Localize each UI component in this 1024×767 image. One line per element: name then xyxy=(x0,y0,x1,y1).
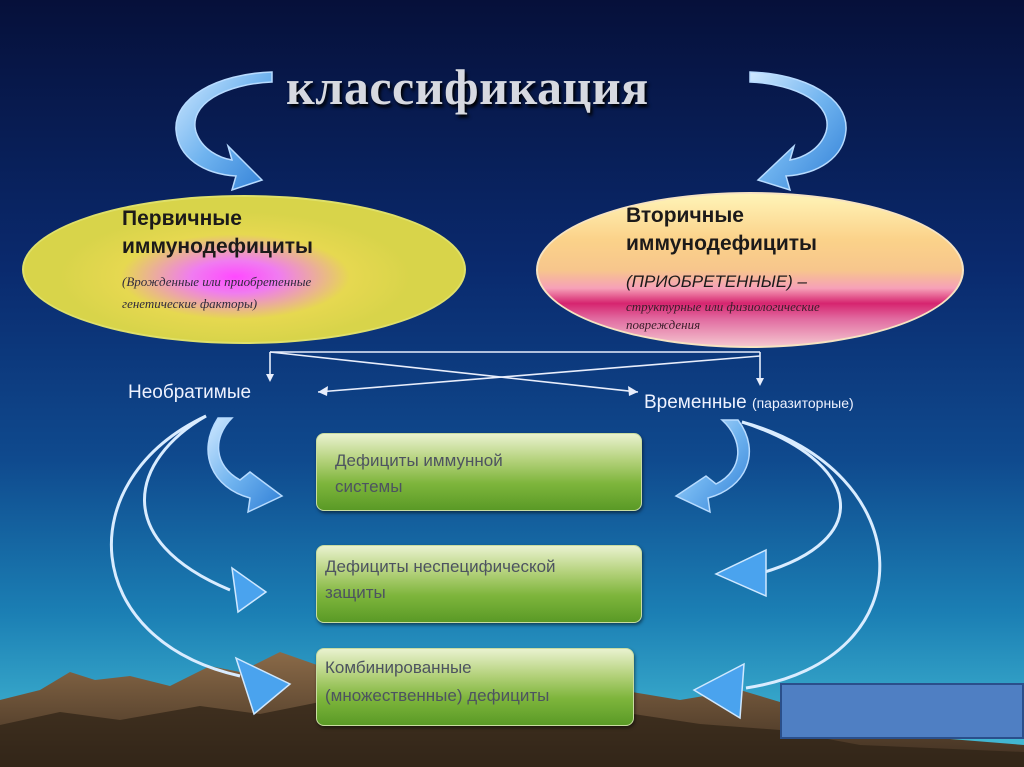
curved-arrow-left-mid-icon xyxy=(207,417,284,514)
category-box-combined: Комбинированные (множественные) дефициты xyxy=(316,648,634,726)
category-box-nonspecific-defense: Дефициты неспецифической защиты xyxy=(316,545,642,623)
box2-line1: Дефициты неспецифической xyxy=(325,557,556,576)
primary-title-line2: иммунодефициты xyxy=(122,235,313,258)
page-title: классификация xyxy=(286,59,649,115)
connector-arrowhead-icon xyxy=(628,386,638,396)
connector-arrowhead-icon xyxy=(318,386,328,396)
secondary-title-line1: Вторичные xyxy=(626,204,744,227)
category-box-immune-system: Дефициты иммунной системы xyxy=(316,433,642,511)
primary-title-line1: Первичные xyxy=(122,207,242,230)
secondary-sub-line2: структурные или физиологические xyxy=(626,299,820,314)
box3-line2: (множественные) дефициты xyxy=(325,686,550,705)
secondary-sub-line3: повреждения xyxy=(626,317,701,332)
secondary-immunodeficiency-ellipse: Вторичные иммунодефициты (ПРИОБРЕТЕННЫЕ)… xyxy=(536,192,964,348)
box3-line1: Комбинированные xyxy=(325,658,472,677)
secondary-title-line2: иммунодефициты xyxy=(626,232,817,255)
box1-line2: системы xyxy=(335,477,403,496)
box2-line2: защиты xyxy=(325,583,386,602)
triangle-arrow-left-3-icon xyxy=(234,656,292,716)
curved-arrow-right-mid-icon xyxy=(674,419,750,514)
temporary-label-text: Временные xyxy=(644,392,747,413)
connector-lines xyxy=(269,351,761,393)
blue-rectangle xyxy=(780,683,1024,739)
primary-sub-line2: генетические факторы) xyxy=(122,296,258,311)
secondary-sub-line1: (ПРИОБРЕТЕННЫЕ) – xyxy=(626,272,807,291)
primary-immunodeficiency-ellipse: Первичные иммунодефициты (Врожденные или… xyxy=(22,195,466,344)
irreversible-label: Необратимые xyxy=(128,382,252,403)
temporary-label: Временные (паразиторные) xyxy=(644,392,854,414)
triangle-arrow-left-2-icon xyxy=(231,566,268,614)
box1-line1: Дефициты иммунной xyxy=(335,451,503,470)
primary-sub-line1: (Врожденные или приобретенные xyxy=(122,274,312,289)
curved-arrow-right-top-icon xyxy=(749,71,847,192)
thin-curve-left xyxy=(109,414,241,678)
curved-arrow-left-top-icon xyxy=(175,71,273,192)
connector-arrowhead-icon xyxy=(266,374,274,382)
mountain-shadow xyxy=(0,700,1024,767)
thin-curve-right xyxy=(741,420,882,690)
temporary-note: (паразиторные) xyxy=(751,395,854,411)
triangle-arrow-right-3-icon xyxy=(692,662,745,720)
triangle-arrow-right-2-icon xyxy=(714,548,767,598)
connector-arrowhead-icon xyxy=(756,378,764,386)
